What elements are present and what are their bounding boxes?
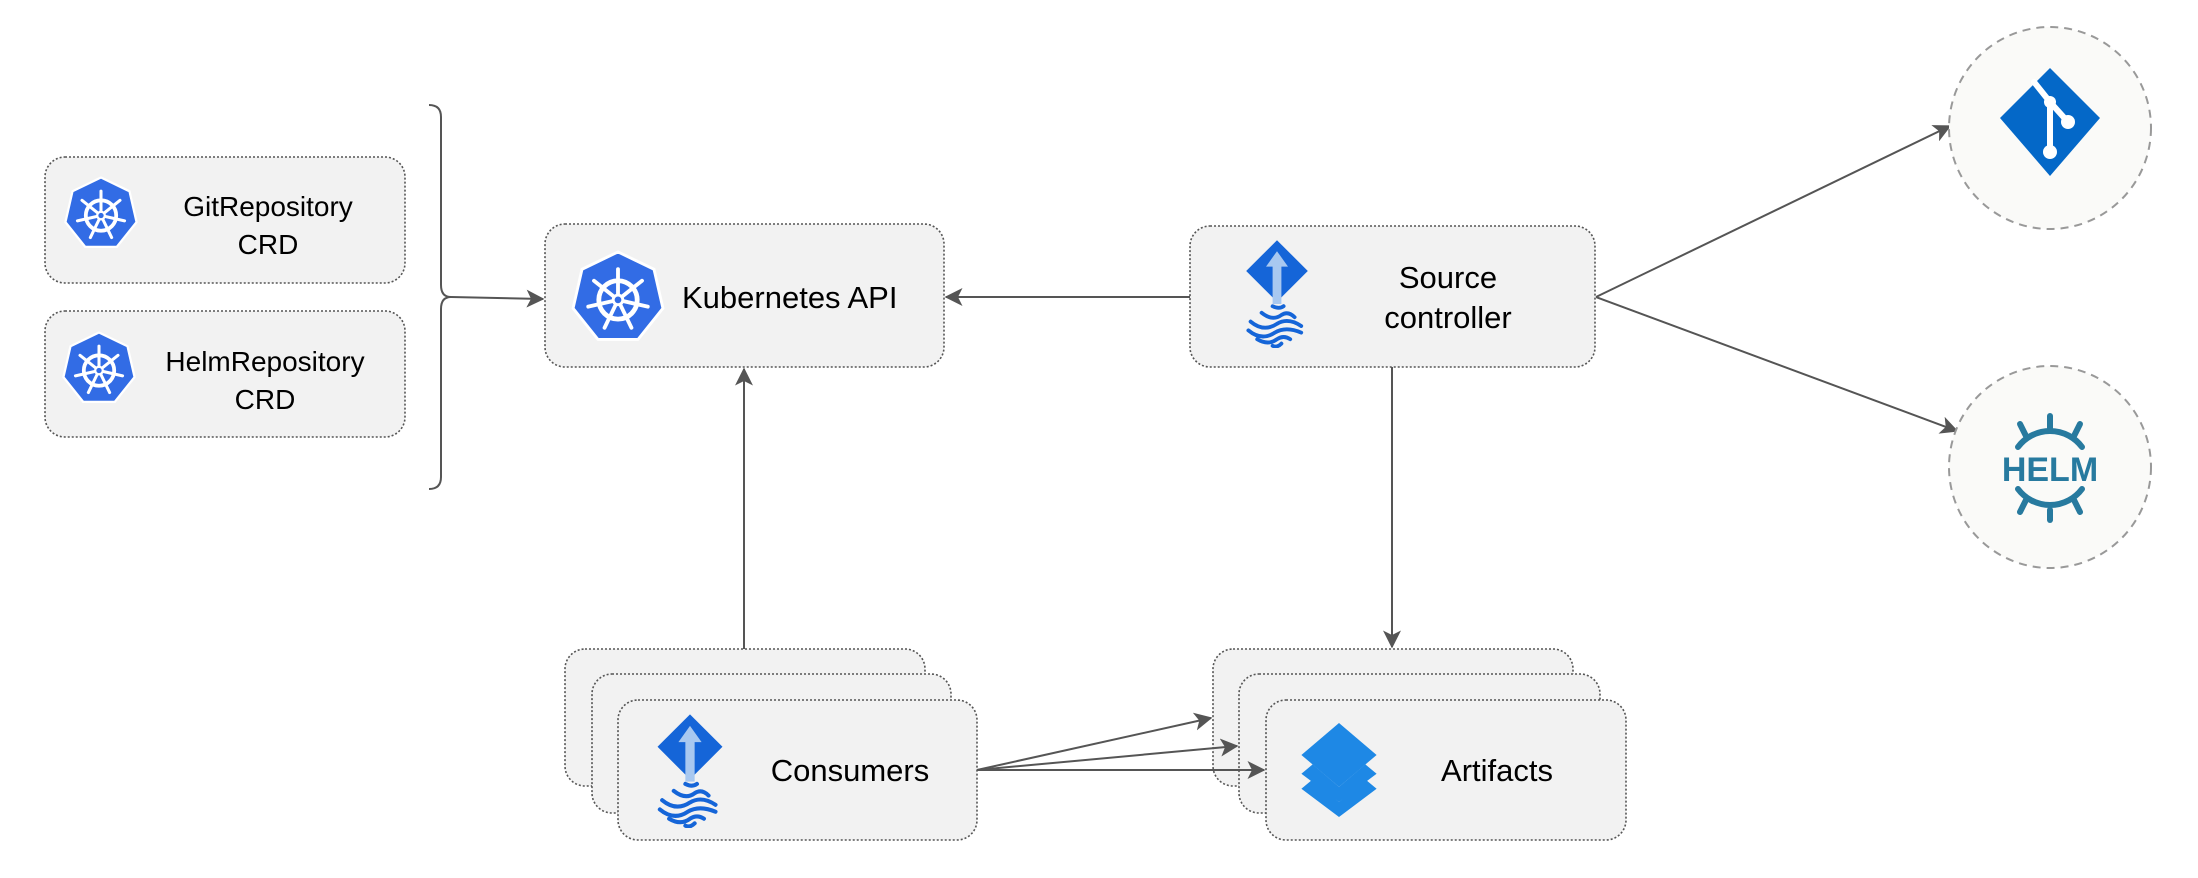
edge-consumers-to-artifact-1 — [976, 712, 1213, 771]
node-label: Consumers — [771, 753, 930, 788]
node-source-controller[interactable]: Source controller — [1189, 225, 1596, 368]
edge-consumers-to-artifact-2 — [976, 738, 1239, 771]
node-git[interactable] — [1948, 26, 2152, 230]
edges — [428, 104, 1959, 649]
node-label: HelmRepository — [165, 346, 364, 377]
helm-icon — [2015, 413, 2085, 523]
git-icon — [2000, 68, 2100, 176]
node-label: controller — [1384, 300, 1512, 335]
edge-crds-to-kubernetes-api — [450, 289, 545, 308]
node-consumers[interactable]: Consumers — [564, 648, 978, 841]
edge-source-controller-to-helm — [1595, 296, 1959, 434]
node-helm-repository-crd[interactable]: HelmRepository CRD — [44, 310, 406, 438]
node-kubernetes-api[interactable]: Kubernetes API — [544, 223, 945, 368]
edges-consumers-to-artifacts — [976, 712, 1266, 779]
node-git-repository-crd[interactable]: GitRepository CRD — [44, 156, 406, 284]
node-helm[interactable]: HELM — [1948, 365, 2152, 569]
helm-logo-text: HELM — [2002, 451, 2098, 489]
node-label: Source — [1399, 260, 1497, 295]
crd-brace — [428, 104, 452, 490]
node-label: GitRepository — [183, 191, 353, 222]
edge-source-controller-to-git — [1595, 125, 1952, 298]
node-label: Kubernetes API — [682, 280, 897, 315]
node-label: Artifacts — [1441, 753, 1553, 788]
node-label: CRD — [235, 384, 296, 415]
node-label: CRD — [238, 229, 299, 260]
node-artifacts[interactable]: Artifacts — [1212, 648, 1627, 841]
